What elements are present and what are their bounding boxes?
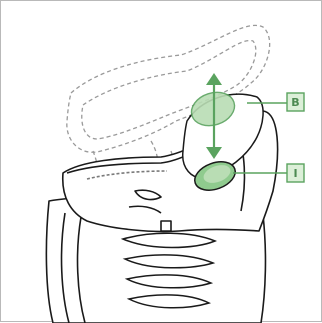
callout-b: B [287, 93, 304, 111]
callout-b-label: B [291, 96, 299, 109]
callout-i: I [287, 164, 304, 182]
callout-i-label: I [293, 167, 297, 180]
